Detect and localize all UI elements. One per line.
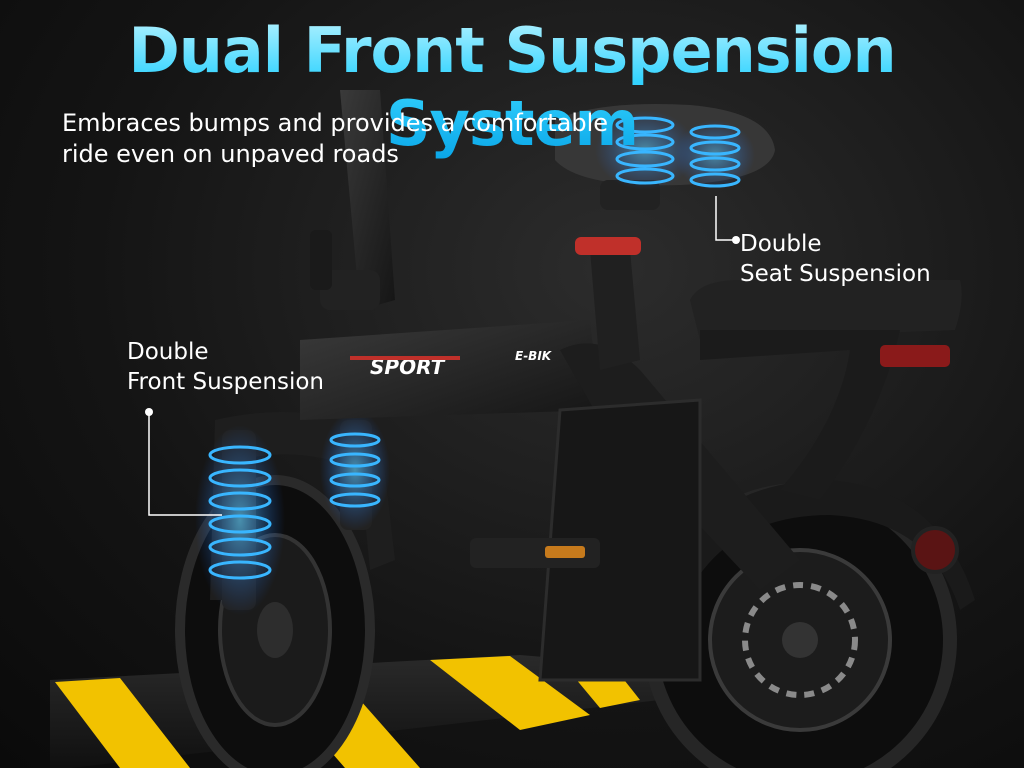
seat-suspension-callout: Double Seat Suspension	[740, 229, 931, 289]
front-callout-leader	[148, 412, 222, 516]
front-suspension-callout: Double Front Suspension	[127, 337, 324, 397]
rear-wheel	[643, 480, 975, 768]
front-suspension-springs	[195, 410, 390, 615]
handlebar-stem	[310, 90, 395, 310]
battery-pack	[538, 398, 702, 682]
front-callout-line1: Double	[127, 339, 209, 365]
seat-callout-dot	[732, 236, 740, 244]
subheadline: Embraces bumps and provides a comfortabl…	[62, 109, 609, 168]
front-callout-line2: Front Suspension	[127, 369, 324, 395]
seat-callout-leader	[715, 196, 736, 241]
pedal	[470, 538, 600, 568]
front-callout-dot	[145, 408, 153, 416]
seat-callout-line1: Double	[740, 231, 822, 257]
brand-decal-stripe	[350, 356, 460, 360]
frame-decal: E-BIK	[515, 349, 553, 363]
headline: Dual Front Suspension System	[0, 14, 1024, 160]
seat-callout-line2: Seat Suspension	[740, 261, 931, 287]
seat-suspension-springs	[595, 110, 755, 190]
